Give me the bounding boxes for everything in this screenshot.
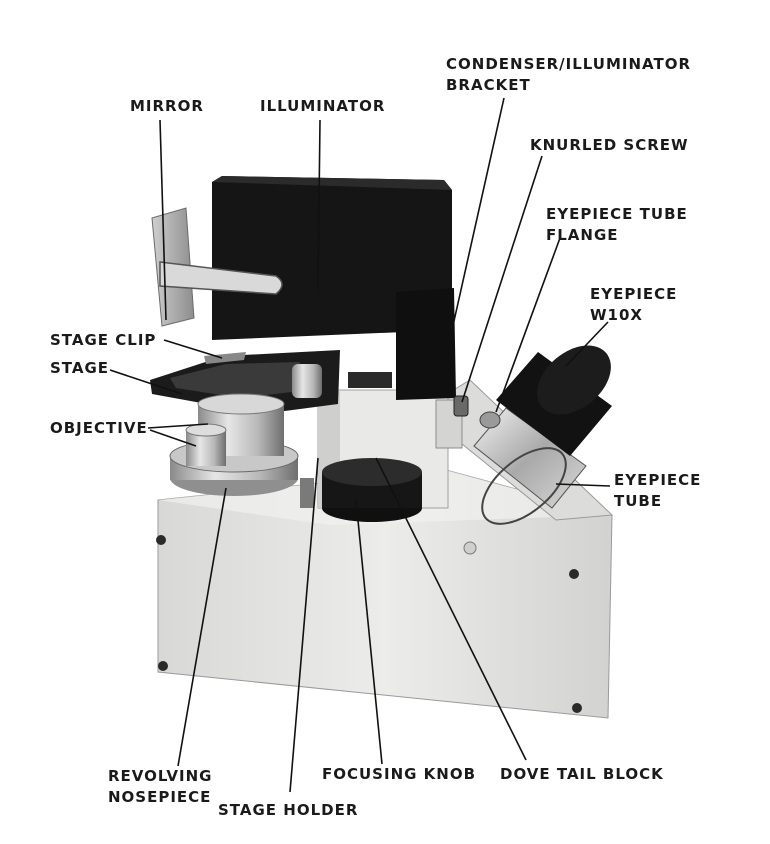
leader-revolving-nosepiece — [177, 487, 227, 767]
leader-illuminator — [317, 119, 321, 291]
label-eyepiece-tube-flange-line1: EYEPIECE TUBE — [546, 205, 688, 223]
revolving-nosepiece — [169, 393, 299, 496]
label-eyepiece-w10x-line1: EYEPIECE — [590, 285, 678, 303]
leader-lines — [109, 97, 611, 793]
mirror — [151, 207, 283, 327]
leader-stage-holder — [289, 457, 319, 793]
eyepiece-assembly — [473, 345, 612, 525]
label-dove-tail-block: DOVE TAIL BLOCK — [500, 765, 664, 783]
stage — [150, 350, 392, 414]
leader-eyepiece-tube — [555, 483, 611, 487]
leader-eyepiece-tube-flange — [495, 237, 561, 413]
label-stage: STAGE — [50, 359, 110, 377]
leader-dove-tail-block — [375, 457, 527, 761]
label-eyepiece-tube-line1: EYEPIECE — [614, 471, 702, 489]
leader-knurled-screw — [461, 155, 543, 403]
leader-mirror — [159, 119, 167, 321]
leader-stage-clip — [163, 339, 223, 359]
leader-focusing-knob — [355, 499, 383, 765]
leader-condenser-bracket — [451, 97, 505, 331]
label-revolving-nosepiece-line2: NOSEPIECE — [108, 788, 212, 806]
label-eyepiece-tube-flange-line2: FLANGE — [546, 226, 619, 244]
label-stage-clip: STAGE CLIP — [50, 331, 157, 349]
knurled-screw — [453, 395, 469, 417]
label-mirror: MIRROR — [130, 97, 204, 115]
label-stage-holder: STAGE HOLDER — [218, 801, 359, 819]
label-condenser-line1: CONDENSER/ILLUMINATOR — [446, 55, 692, 73]
label-eyepiece-w10x-line2: W10X — [590, 306, 643, 324]
illuminator-box — [212, 176, 456, 400]
label-revolving-nosepiece-line1: REVOLVING — [108, 767, 213, 785]
leader-objective-2 — [149, 429, 197, 447]
focusing-knob — [322, 458, 422, 522]
label-eyepiece-tube-line2: TUBE — [614, 492, 663, 510]
label-objective: OBJECTIVE — [50, 419, 148, 437]
leader-stage — [109, 369, 183, 395]
label-illuminator: ILLUMINATOR — [260, 97, 386, 115]
label-knurled-screw: KNURLED SCREW — [530, 136, 689, 154]
leader-eyepiece-w10x — [565, 321, 609, 367]
label-condenser-line2: BRACKET — [446, 76, 531, 94]
leader-objective-1 — [147, 423, 209, 429]
label-focusing-knob: FOCUSING KNOB — [322, 765, 477, 783]
stage-holder — [300, 478, 314, 508]
